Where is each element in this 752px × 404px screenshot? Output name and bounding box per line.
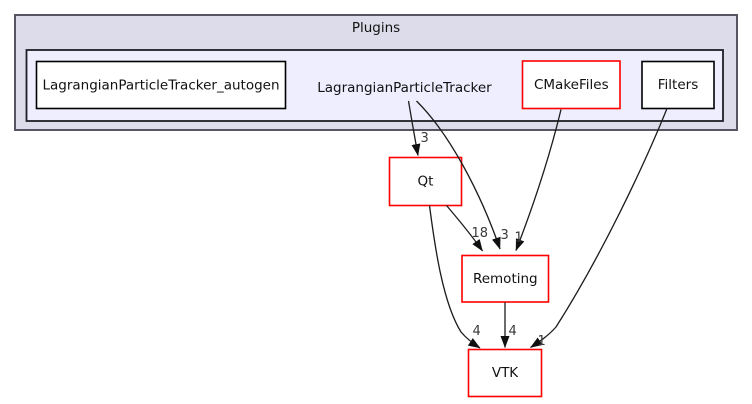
node-label-autogen: LagrangianParticleTracker_autogen [42, 78, 279, 94]
node-lagrangianparticletracker-autogen[interactable]: LagrangianParticleTracker_autogen [35, 60, 287, 110]
edge-line [515, 109, 562, 251]
edge-count-current-to-qt[interactable]: 3 [421, 131, 429, 146]
node-box-qt [388, 156, 463, 207]
edge-count-filters-to-vtk[interactable]: 1 [538, 334, 546, 349]
node-box-remoting [461, 254, 550, 303]
edge-line [446, 205, 484, 252]
node-label-cmakefiles: CMakeFiles [534, 77, 609, 93]
node-vtk[interactable]: VTK [467, 348, 543, 398]
edge-current-to-qt: 3 [407, 100, 429, 156]
node-box-filters [641, 60, 715, 110]
edge-count-qt-to-remoting[interactable]: 18 [472, 226, 489, 241]
node-remoting[interactable]: Remoting [461, 254, 550, 303]
edge-count-qt-to-vtk[interactable]: 4 [473, 324, 481, 339]
node-cmakefiles[interactable]: CMakeFiles [521, 60, 621, 110]
edge-line [407, 100, 421, 156]
node-box-cmakefiles [521, 60, 621, 110]
node-label-remoting: Remoting [473, 271, 538, 287]
node-label-vtk: VTK [492, 365, 519, 381]
edge-cmakefiles-to-remoting: 1 [515, 109, 562, 251]
edge-remoting-to-vtk: 4 [500, 302, 517, 348]
edge-count-current-to-remoting[interactable]: 3 [501, 228, 509, 243]
edge-current-to-remoting: 3 [416, 100, 509, 250]
edge-line [530, 108, 668, 349]
node-qt[interactable]: Qt [388, 156, 463, 207]
edge-qt-to-vtk: 4 [428, 205, 481, 349]
edge-line [428, 205, 481, 349]
edge-count-remoting-to-vtk[interactable]: 4 [509, 324, 517, 339]
node-label-filters: Filters [658, 77, 698, 93]
edge-count-cmakefiles-to-remoting[interactable]: 1 [515, 231, 523, 246]
node-filters[interactable]: Filters [641, 60, 715, 110]
node-box-autogen [35, 60, 287, 110]
node-box-vtk [467, 348, 543, 398]
edge-filters-to-vtk: 1 [530, 108, 668, 349]
edge-qt-to-remoting: 18 [446, 205, 489, 252]
edge-line [416, 100, 501, 250]
node-label-qt: Qt [418, 174, 434, 190]
current-dir-label: LagrangianParticleTracker [317, 80, 492, 96]
cluster-plugins-label[interactable]: Plugins [352, 20, 400, 36]
